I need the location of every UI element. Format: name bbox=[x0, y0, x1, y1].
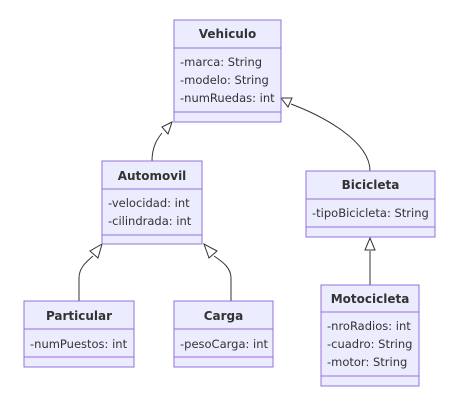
class-vehiculo-attr: -numRuedas: int bbox=[180, 91, 275, 105]
class-carga-attr: -pesoCarga: int bbox=[180, 337, 269, 351]
class-bicicleta-attr: -tipoBicicleta: String bbox=[312, 206, 429, 220]
class-automovil[interactable]: Automovil -velocidad: int -cilindrada: i… bbox=[101, 160, 203, 245]
class-automovil-attr: -cilindrada: int bbox=[108, 214, 192, 228]
class-bicicleta-box bbox=[305, 170, 436, 238]
class-vehiculo-attr: -modelo: String bbox=[180, 73, 269, 87]
inheritance-arrowheads bbox=[89, 97, 376, 259]
arrowhead-vehiculo-left bbox=[161, 121, 173, 135]
class-motocicleta-title: Motocicleta bbox=[331, 292, 410, 306]
class-motocicleta-attr: -motor: String bbox=[327, 355, 407, 369]
class-motocicleta-attr: -nroRadios: int bbox=[327, 319, 411, 333]
class-particular-box bbox=[23, 300, 135, 368]
class-vehiculo-box bbox=[173, 19, 282, 123]
class-motocicleta[interactable]: Motocicleta -nroRadios: int -cuadro: Str… bbox=[320, 284, 420, 387]
class-vehiculo[interactable]: Vehiculo -marca: String -modelo: String … bbox=[173, 19, 282, 123]
class-bicicleta-title: Bicicleta bbox=[342, 178, 400, 192]
class-particular[interactable]: Particular -numPuestos: int bbox=[23, 300, 135, 368]
class-automovil-title: Automovil bbox=[118, 169, 187, 183]
class-carga-title: Carga bbox=[204, 309, 244, 323]
class-particular-attr: -numPuestos: int bbox=[30, 337, 128, 351]
edge-bicicleta-to-vehiculo bbox=[290, 103, 371, 172]
class-vehiculo-title: Vehiculo bbox=[199, 27, 256, 41]
class-motocicleta-attr: -cuadro: String bbox=[327, 337, 412, 351]
class-particular-title: Particular bbox=[46, 309, 112, 323]
class-bicicleta[interactable]: Bicicleta -tipoBicicleta: String bbox=[305, 170, 436, 238]
class-carga-box bbox=[173, 300, 274, 368]
edge-carga-to-automovil bbox=[213, 255, 232, 301]
arrowhead-vehiculo-right bbox=[279, 97, 293, 108]
arrowhead-bicicleta-bottom bbox=[364, 236, 376, 251]
arrowhead-automovil-right bbox=[203, 242, 218, 259]
arrowhead-automovil-left bbox=[89, 242, 103, 259]
class-vehiculo-attr: -marca: String bbox=[180, 55, 262, 69]
class-motocicleta-box bbox=[320, 284, 420, 387]
inheritance-edges bbox=[78, 103, 371, 301]
edge-automovil-to-vehiculo bbox=[151, 132, 163, 162]
class-automovil-attr: -velocidad: int bbox=[108, 196, 190, 210]
edge-particular-to-automovil bbox=[78, 255, 94, 301]
class-automovil-box bbox=[101, 160, 203, 245]
class-carga[interactable]: Carga -pesoCarga: int bbox=[173, 300, 274, 368]
